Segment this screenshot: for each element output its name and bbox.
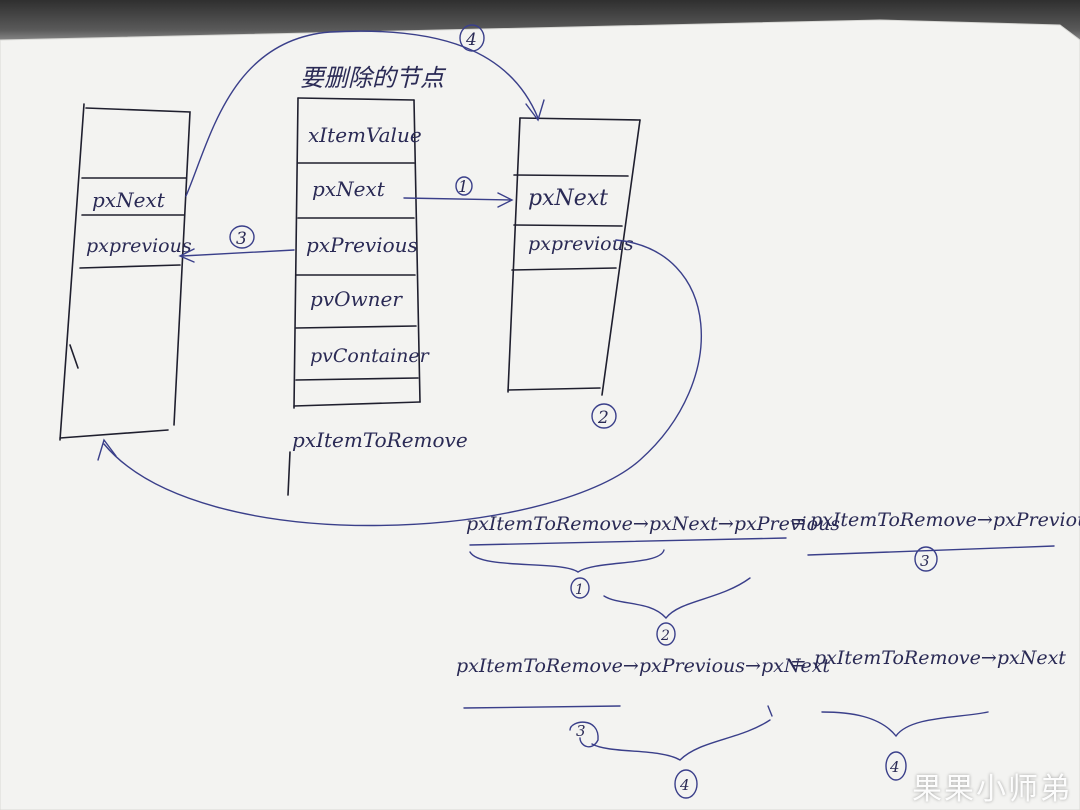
left-node-divider-3 — [79, 264, 181, 269]
middle-node-field-pxnext: pxNext — [312, 177, 386, 201]
eq1-brace-2-circle — [656, 622, 676, 646]
eq1-left-underline — [469, 537, 787, 546]
arrow-2-circle — [591, 403, 617, 429]
arrow-2-curve — [103, 239, 702, 527]
equation-1: pxItemToRemove→pxNext→pxPrevious = pxIte… — [466, 509, 1080, 646]
eq2-left-underline — [463, 705, 621, 709]
arrow-3-circle — [229, 225, 255, 249]
eq1-brace-2 — [603, 577, 751, 620]
eq2-brace-4-circle — [674, 769, 698, 799]
left-node-field-pxprevious: pxprevious — [86, 235, 192, 257]
arrow-4-curve — [185, 30, 539, 197]
left-node-bottom — [59, 429, 169, 439]
eq1-brace-1-circle — [570, 577, 590, 599]
middle-node-field-pvowner: pvOwner — [310, 287, 403, 311]
arrow-3-head — [178, 248, 195, 263]
arrow-step-1: 1 — [403, 176, 514, 208]
right-node: pxNext pxprevious — [507, 117, 641, 396]
eq1-brace-3-circle — [914, 546, 938, 572]
eq2-right-expr: pxItemToRemove→pxNext — [814, 647, 1066, 669]
eq2-left-expr: pxItemToRemove→pxPrevious→pxNext — [456, 655, 830, 677]
middle-node-left-edge — [293, 97, 299, 409]
paper-surface — [0, 20, 1080, 810]
middle-node-top — [297, 97, 415, 101]
eq1-right-underline — [807, 545, 1055, 556]
eq2-brace-3-circle — [569, 721, 599, 748]
arrow-4-head — [525, 99, 545, 122]
eq1-equals: = — [790, 509, 807, 533]
arrow-3-label: 3 — [236, 229, 247, 249]
eq2-brace-3-label: 3 — [576, 722, 586, 740]
left-node-field-pxnext: pxNext — [92, 188, 166, 212]
arrow-2-head — [97, 438, 117, 461]
right-node-divider-2 — [513, 224, 623, 227]
arrow-1-line — [403, 197, 511, 201]
watermark-text: 果果小师弟 — [912, 772, 1072, 807]
diagram-title: 要删除的节点 — [300, 64, 447, 92]
right-node-field-pxnext: pxNext — [528, 186, 608, 211]
eq2-brace-right-label: 4 — [889, 758, 900, 776]
eq2-equals: = — [790, 651, 807, 675]
eq2-brace-4-label: 4 — [679, 776, 690, 794]
eq1-left-expr: pxItemToRemove→pxNext→pxPrevious — [466, 513, 840, 535]
arrow-step-2: 2 — [97, 239, 702, 527]
arrow-1-head — [497, 192, 514, 208]
eq1-right-expr: pxItemToRemove→pxPrevious — [810, 509, 1080, 531]
left-node-right-edge — [85, 107, 191, 426]
right-node-bottom — [507, 387, 601, 391]
middle-node: xItemValue pxNext pxPrevious pvOwner pvC… — [287, 97, 468, 496]
middle-node-field-pvcontainer: pvContainer — [310, 345, 431, 367]
middle-node-caption: pxItemToRemove — [292, 428, 468, 452]
middle-node-divider-5 — [295, 377, 419, 381]
arrow-step-4: 4 — [185, 24, 545, 197]
arrow-3-line — [181, 249, 295, 257]
middle-node-caption-stroke — [287, 451, 291, 496]
right-node-top — [519, 117, 641, 121]
arrow-1-label: 1 — [458, 177, 468, 196]
right-node-right-edge — [601, 119, 641, 396]
arrow-2-label: 2 — [597, 408, 609, 428]
right-node-divider-1 — [513, 174, 629, 177]
eq1-brace-1 — [469, 549, 665, 573]
right-node-field-pxprevious: pxprevious — [528, 233, 634, 255]
equation-2: pxItemToRemove→pxPrevious→pxNext = pxIte… — [456, 647, 1066, 799]
arrow-4-circle — [459, 24, 485, 52]
middle-node-right-edge — [413, 99, 421, 403]
middle-node-field-xitemvalue: xItemValue — [308, 123, 422, 147]
middle-node-field-pxprevious: pxPrevious — [306, 233, 418, 257]
arrow-step-3: 3 — [178, 225, 295, 263]
eq2-tick — [767, 705, 773, 717]
left-node: pxNext pxprevious — [59, 103, 192, 441]
eq2-brace-4 — [591, 719, 771, 761]
left-node-left-edge — [59, 103, 85, 441]
eq1-brace-1-label: 1 — [575, 582, 584, 598]
middle-node-bottom — [293, 401, 421, 407]
left-node-mark — [69, 344, 79, 369]
right-node-left-edge — [507, 117, 521, 393]
arrow-4-label: 4 — [465, 30, 477, 50]
middle-node-divider-4 — [295, 325, 417, 329]
right-node-divider-3 — [511, 267, 617, 271]
arrow-1-circle — [455, 176, 473, 196]
eq1-brace-3-label: 3 — [920, 552, 930, 570]
eq1-brace-2-label: 2 — [660, 628, 670, 644]
eq2-brace-right — [821, 711, 989, 738]
eq2-brace-right-circle — [885, 751, 907, 781]
